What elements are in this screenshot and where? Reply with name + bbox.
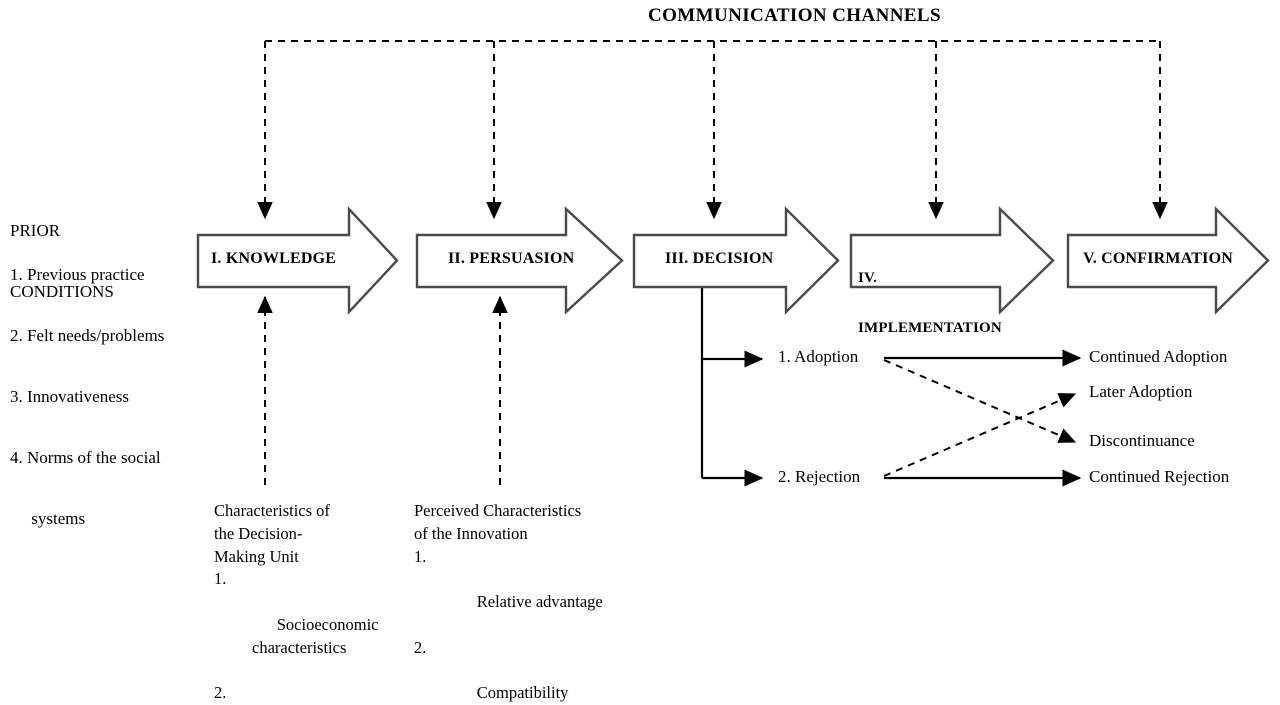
prior-conditions-item: 4. Norms of the social	[10, 448, 161, 468]
note-item-text: Socioeconomic characteristics	[252, 614, 379, 657]
prior-conditions-heading-line-2: CONDITIONS	[10, 281, 114, 301]
outcome-arrow-discontinuance	[883, 359, 1077, 443]
note-list-item: 1. Relative advantage	[414, 546, 644, 637]
note-block-perceived-characteristics: Perceived Characteristics of the Innovat…	[414, 500, 644, 705]
note-block-decision-making-unit: Characteristics of the Decision- Making …	[214, 500, 414, 705]
outcome-later-adoption[interactable]: Later Adoption	[1089, 382, 1193, 401]
stage-label-implementation-line-2: IMPLEMENTATION	[858, 319, 1002, 336]
note-item-number: 1.	[214, 569, 227, 589]
note-item-number: 2.	[214, 683, 227, 703]
stage-label-implementation-line-1: IV.	[858, 269, 878, 286]
page-title: COMMUNICATION CHANNELS	[648, 5, 941, 26]
note-list-item: 1. Socioeconomic characteristics	[214, 568, 414, 682]
prior-conditions-list: 1. Previous practice 2. Felt needs/probl…	[10, 224, 164, 571]
outcome-arrow-later-adoption	[883, 393, 1077, 477]
stage-arrow-persuasion[interactable]	[415, 206, 624, 315]
prior-conditions-item: systems	[10, 509, 86, 529]
prior-conditions-item: 1. Previous practice	[10, 264, 145, 284]
stage-arrow-confirmation[interactable]	[1066, 206, 1270, 315]
outcome-continued-adoption[interactable]: Continued Adoption	[1089, 347, 1228, 366]
note-heading: Perceived Characteristics of the Innovat…	[414, 501, 582, 543]
stage-label-implementation[interactable]: IV. IMPLEMENTATION	[858, 236, 1002, 370]
note-heading: Characteristics of the Decision- Making …	[214, 501, 330, 566]
outcome-discontinuance[interactable]: Discontinuance	[1089, 431, 1195, 450]
decision-branch-rejection[interactable]: 2. Rejection	[778, 467, 861, 486]
note-list-item: 2. Compatibility	[414, 637, 644, 705]
prior-conditions-item: 3. Innovativeness	[10, 387, 129, 407]
prior-conditions-heading-line-1: PRIOR	[10, 220, 61, 240]
note-list-item: 2. Personality variables	[214, 682, 414, 705]
note-item-text: Compatibility	[476, 683, 569, 703]
stage-arrow-implementation[interactable]	[849, 206, 1055, 315]
decision-branch-adoption[interactable]: 1. Adoption	[778, 347, 859, 366]
note-item-number: 1.	[414, 546, 427, 566]
stage-arrow-decision[interactable]	[632, 206, 840, 315]
stage-label-knowledge[interactable]: I. KNOWLEDGE	[211, 250, 337, 267]
stage-arrow-knowledge[interactable]	[196, 205, 399, 316]
stage-label-persuasion[interactable]: II. PERSUASION	[448, 250, 575, 267]
prior-conditions-item: 2. Felt needs/problems	[10, 325, 165, 345]
stage-label-confirmation[interactable]: V. CONFIRMATION	[1083, 250, 1233, 267]
outcome-continued-rejection[interactable]: Continued Rejection	[1089, 467, 1230, 486]
stage-label-decision[interactable]: III. DECISION	[665, 250, 774, 267]
prior-conditions-heading: PRIOR CONDITIONS	[10, 180, 114, 343]
note-item-number: 2.	[414, 637, 427, 657]
note-item-text: Relative advantage	[476, 592, 603, 612]
